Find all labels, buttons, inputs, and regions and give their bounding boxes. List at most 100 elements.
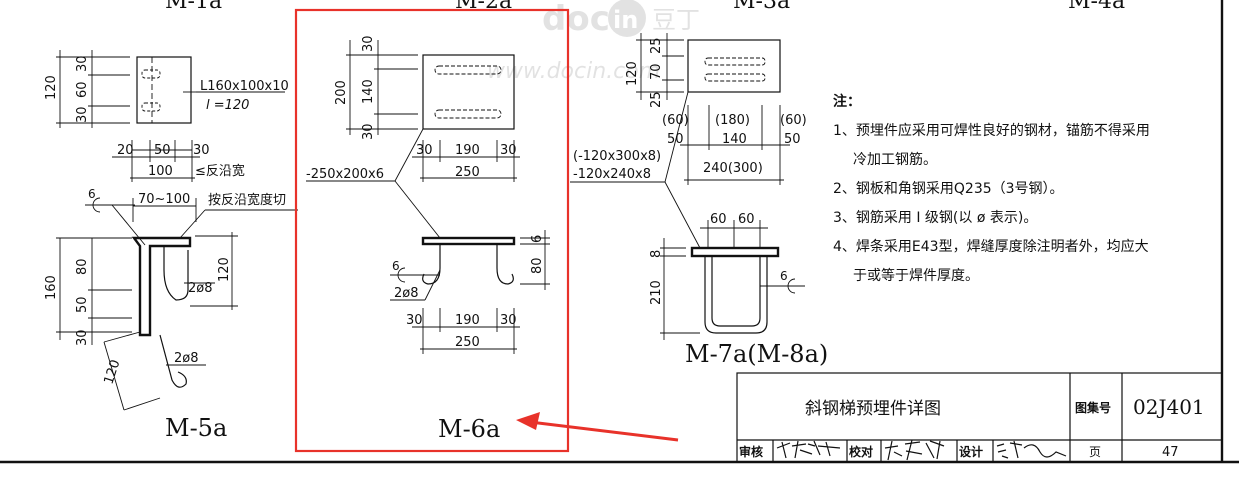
top-label-m4: M-4a: [1068, 0, 1125, 14]
watermark-url: www.docin.com: [487, 59, 660, 84]
m1-note: ≤反沿宽: [195, 163, 245, 179]
m5-side-dim: 120: [217, 257, 232, 282]
m7-top-50a: 50: [667, 132, 684, 147]
watermark: doc in 豆丁 www.docin.com: [487, 0, 700, 84]
m1-dim-30a: 30: [75, 55, 90, 72]
atlas-number: 02J401: [1133, 395, 1205, 419]
note-2: 2、钢板和角钢采用Q235（3号钢）。: [833, 181, 1064, 197]
m6-plate-label: -250x200x6: [306, 167, 384, 182]
m5-dim-30: 30: [75, 329, 90, 346]
m7-dim-25a: 25: [649, 37, 664, 54]
m6-dim-30a: 30: [361, 35, 376, 52]
m5-dim-50: 50: [75, 296, 90, 313]
m6-bar: 2ø8: [394, 286, 419, 301]
m6-mid-250: 250: [455, 165, 480, 180]
review-label: 审核: [739, 444, 763, 459]
m1-dim-20: 20: [117, 143, 134, 158]
m5-weld-size: 6: [88, 187, 96, 201]
m7-plate-label-a: (-120x300x8): [573, 149, 661, 164]
m7-section-plate: [690, 246, 780, 258]
m7-title: M-7a(M-8a): [685, 340, 828, 368]
m1-angle-plate: [136, 56, 192, 124]
designer-signature: [996, 440, 1067, 459]
m6-dim-200: 200: [334, 80, 349, 105]
top-label-m3: M-3a: [733, 0, 790, 14]
m6-mid-30b: 30: [500, 143, 517, 158]
m6-bottom-30a: 30: [406, 313, 423, 328]
m1-angle-label: L160x100x10: [200, 79, 289, 94]
m5-dim-80: 80: [75, 258, 90, 275]
m7-plate-label-b: -120x240x8: [573, 167, 651, 182]
detail-m1a: 120 30 60 30 L160x100x10 l =120 20 50 30…: [44, 50, 289, 182]
detail-m5a: 70~100 按反沿宽度切 6 160 80 50 30 120 2ø8 2ø8: [44, 187, 298, 442]
check-label: 校对: [849, 444, 873, 459]
drawing-title: 斜钢梯预埋件详图: [805, 399, 941, 419]
m6-section-plate: [421, 236, 516, 246]
m7-plate: [687, 39, 781, 93]
detail-m6a: 30 200 140 30 30 190 30 250 -250x200x6 6…: [306, 35, 550, 443]
top-label-m2: M-2a: [455, 0, 512, 14]
m1-dim-50: 50: [154, 143, 171, 158]
note-4-line-1: 4、焊条采用E43型，焊缝厚度除注明者外，均应大: [833, 239, 1149, 255]
page-number: 47: [1162, 445, 1179, 460]
m6-plate: [422, 54, 515, 130]
m1-dim-60: 60: [75, 81, 90, 98]
note-1-line-2: 冷加工钢筋。: [853, 152, 937, 168]
highlight-arrow: [516, 412, 679, 442]
m7-top-240: 240(300): [703, 161, 763, 176]
m7-weld-size: 6: [780, 269, 788, 283]
atlas-label: 图集号: [1075, 400, 1111, 415]
m6-mid-30a: 30: [416, 143, 433, 158]
m6-bottom-30b: 30: [500, 313, 517, 328]
m6-bottom-190: 190: [455, 313, 480, 328]
m1-length-label: l =120: [206, 98, 249, 113]
top-label-m1: M-1a: [165, 0, 222, 14]
m5-cut-note: 按反沿宽度切: [208, 192, 286, 208]
m1-dim-100: 100: [148, 164, 173, 179]
m7-bar-dim-a: 60: [710, 212, 727, 227]
m6-mid-190: 190: [455, 143, 480, 158]
m7-top-60b: (60): [780, 113, 807, 128]
m5-dim-160: 160: [44, 275, 59, 300]
m7-top-60a: (60): [662, 113, 689, 128]
m5-angle: [131, 236, 192, 337]
note-4-line-2: 于或等于焊件厚度。: [853, 268, 979, 284]
m1-dim-120: 120: [44, 75, 59, 100]
m6-dim-30b: 30: [361, 123, 376, 140]
highlight-box: [294, 8, 570, 453]
m7-top-180: (180): [715, 113, 750, 128]
m5-bar1: 2ø8: [188, 281, 213, 296]
m6-plate-thk: 6: [530, 235, 545, 243]
m7-top-140: 140: [722, 132, 747, 147]
m6-dim-140: 140: [361, 79, 376, 104]
m6-height-dim: 80: [530, 257, 545, 274]
m5-bar2: 2ø8: [174, 351, 199, 366]
page-label: 页: [1089, 445, 1101, 459]
note-3: 3、钢筋采用 I 级钢(以 ø 表示)。: [833, 210, 1038, 226]
m1-dim-30b: 30: [75, 106, 90, 123]
m7-dim-70: 70: [649, 63, 664, 80]
m5-title: M-5a: [165, 414, 227, 442]
watermark-brand-in: in: [613, 6, 638, 34]
m6-weld-size: 6: [392, 259, 400, 273]
m7-bar-dim-b: 60: [738, 212, 755, 227]
notes-heading: 注：: [833, 94, 861, 110]
m6-title: M-6a: [438, 415, 500, 443]
title-block: 斜钢梯预埋件详图 图集号 02J401 审核 校对 设计 页 47: [736, 372, 1223, 463]
m1-dim-30: 30: [193, 143, 210, 158]
notes-panel: 注： 1、预埋件应采用可焊性良好的钢材，锚筋不得采用 冷加工钢筋。 2、钢板和角…: [833, 88, 1213, 291]
m7-top-50b: 50: [784, 132, 801, 147]
watermark-brand: doc: [542, 0, 610, 39]
m7-dim-25b: 25: [649, 91, 664, 108]
m7-dim-120: 120: [625, 61, 640, 86]
m6-bottom-250: 250: [455, 335, 480, 350]
detail-m7a: 25 120 70 25 (60) 50 (180) 140 (60) 50 2…: [570, 33, 828, 368]
note-1-line-1: 1、预埋件应采用可焊性良好的钢材，锚筋不得采用: [833, 123, 1150, 139]
m7-thk: 8: [649, 250, 664, 258]
design-label: 设计: [959, 444, 983, 459]
m5-top-dim: 70~100: [138, 192, 190, 207]
checker-signature: [884, 439, 945, 461]
watermark-brand-cn: 豆丁: [652, 6, 700, 34]
m5-bottom-dim: 120: [102, 358, 124, 386]
